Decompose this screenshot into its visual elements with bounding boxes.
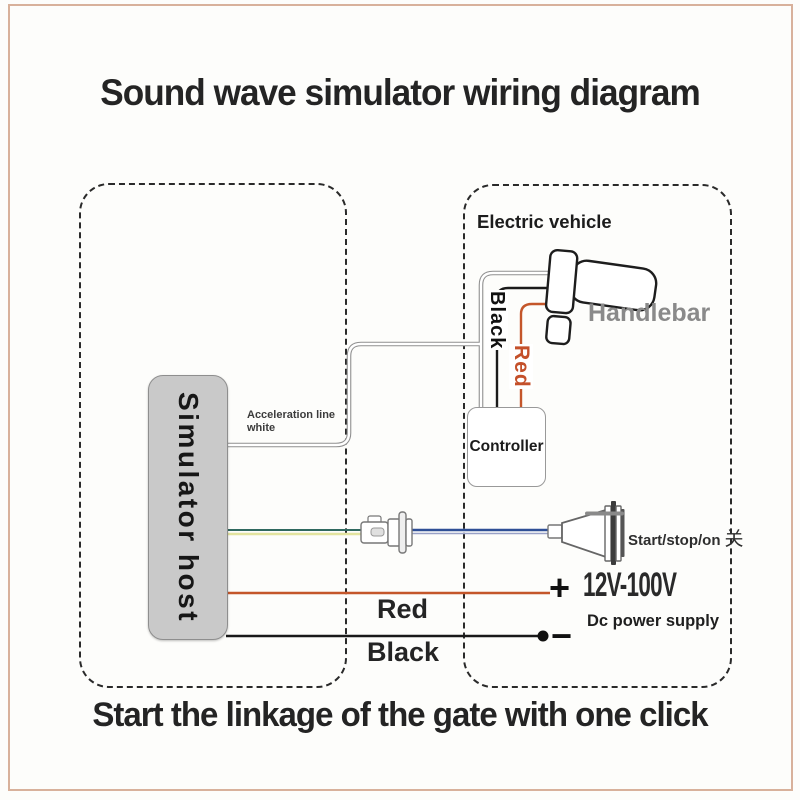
handlebar-graphic: [544, 248, 658, 346]
plus-terminal: +: [549, 567, 571, 608]
plug-connector: [360, 511, 413, 554]
simulator-dashed-box: [79, 183, 347, 688]
red-power-label: Red: [377, 594, 429, 624]
simulator-host-box: Simulator host: [148, 375, 228, 640]
page-title: Sound wave simulator wiring diagram: [100, 72, 701, 113]
switch-cn-character: 关: [724, 529, 744, 550]
bottom-tagline: Start the linkage of the gate with one c…: [92, 696, 708, 734]
electric-vehicle-label: Electric vehicle: [477, 211, 612, 232]
start-switch: [547, 501, 625, 565]
simulator-host-label: Simulator host: [173, 391, 204, 623]
controller-label: Controller: [469, 438, 544, 455]
minus-terminal: −: [551, 615, 573, 656]
black-terminal-dot: [537, 630, 549, 642]
black-power-label: Black: [367, 637, 440, 667]
controller-box: Controller: [467, 407, 546, 487]
red-throttle-wire: [519, 302, 550, 410]
frame-border: [8, 4, 793, 791]
voltage-range: 12V-100V: [583, 566, 677, 604]
vehicle-dashed-box: [463, 184, 732, 688]
red-wire-label: Red: [509, 344, 533, 389]
dc-power-supply-label: Dc power supply: [587, 612, 720, 630]
acceleration-line-label: Acceleration line white: [247, 409, 336, 435]
white-wire: [226, 270, 550, 448]
handlebar-label: Handlebar: [588, 299, 711, 327]
black-wire-label: Black: [485, 290, 508, 351]
